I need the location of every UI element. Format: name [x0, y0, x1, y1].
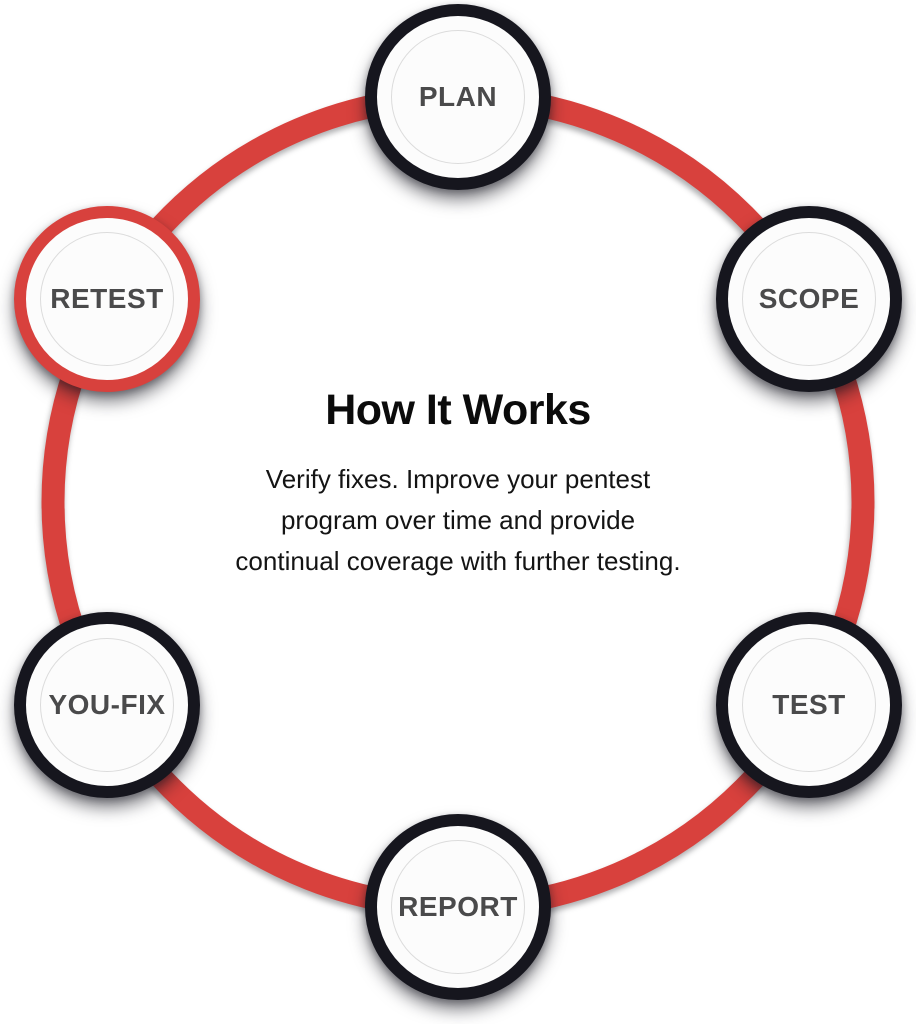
node-retest-label: RETEST: [50, 283, 164, 314]
node-report-label: REPORT: [398, 891, 518, 922]
description: Verify fixes. Improve your pentest progr…: [0, 459, 916, 582]
page-title: How It Works: [325, 386, 591, 434]
node-test: TEST: [716, 612, 902, 798]
node-plan-label: PLAN: [418, 81, 498, 112]
description-line: program over time and provide: [280, 505, 636, 535]
description-line: Verify fixes. Improve your pentest: [265, 464, 651, 494]
node-plan: PLAN: [365, 4, 551, 190]
node-report: REPORT: [365, 814, 551, 1000]
node-you-fix: YOU-FIX: [14, 612, 200, 798]
center-text-block: How It Works Verify fixes. Improve your …: [0, 386, 916, 582]
node-you-fix-label: YOU-FIX: [48, 689, 166, 720]
description-line: continual coverage with further testing.: [235, 546, 681, 576]
node-scope-label: SCOPE: [758, 283, 860, 314]
node-retest: RETEST: [14, 206, 200, 392]
node-test-label: TEST: [772, 689, 846, 720]
node-scope: SCOPE: [716, 206, 902, 392]
